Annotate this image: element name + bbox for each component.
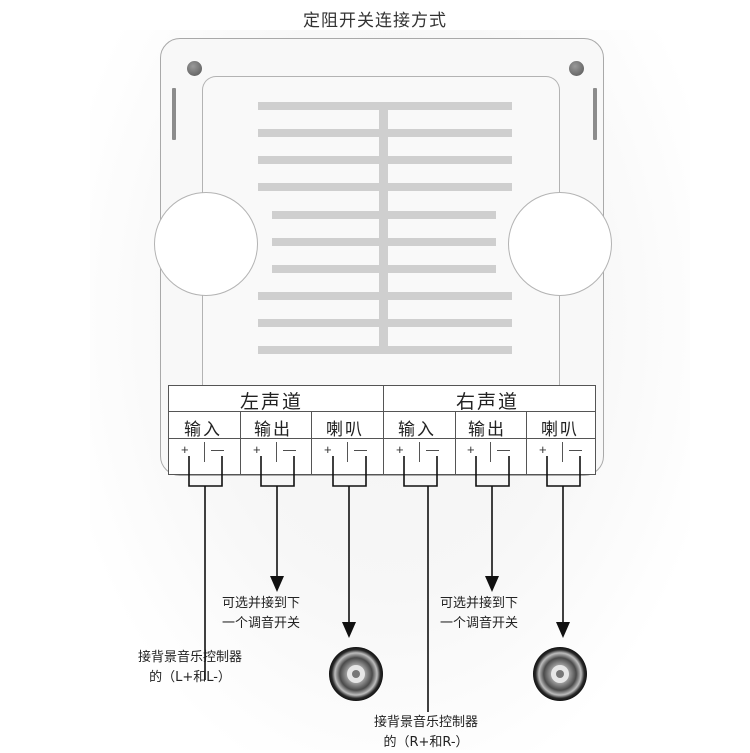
note-right-output: 可选并接到下 一个调音开关 [440,594,518,634]
note-line: 一个调音开关 [440,616,519,631]
terminal-divider [168,411,596,412]
terminal-divider [168,438,596,439]
group-label-right-output: 输出 [468,420,506,440]
arrow-icon [556,622,570,638]
note-line: 可选并接到下 [440,596,519,611]
terminal-divider [383,385,384,475]
terminal-divider [347,442,348,462]
note-right-input: 接背景音乐控制器 的（R+和R-） [374,713,478,753]
channel-label-left: 左声道 [240,391,304,413]
vent-bar [258,183,512,191]
vent-bar [258,319,512,327]
screw-icon [187,61,202,76]
terminal-plus: + [253,442,261,457]
terminal-minus: — [283,442,296,457]
speaker-icon [533,647,587,701]
group-label-left-speaker: 喇叭 [326,420,364,440]
terminal-divider [490,442,491,462]
arrow-icon [485,576,499,592]
vent-bar [272,238,496,246]
wire-bracket [260,456,295,487]
terminal-plus: + [467,442,475,457]
note-left-output: 可选并接到下 一个调音开关 [222,594,300,634]
vent-bar [272,265,496,273]
terminal-divider [455,411,456,475]
note-line: 接背景音乐控制器 [374,715,479,730]
note-line: 接背景音乐控制器 [138,650,243,665]
terminal-minus: — [354,442,367,457]
group-label-left-input: 输入 [184,420,222,440]
terminal-divider [419,442,420,462]
terminal-divider [240,411,241,475]
terminal-divider [311,411,312,475]
note-line: 一个调音开关 [222,616,301,631]
note-line: 的（R+和R-） [383,735,469,750]
speaker-icon [329,647,383,701]
terminal-minus: — [569,442,582,457]
vent-bar [258,292,512,300]
vent-bar [272,211,496,219]
terminal-plus: + [324,442,332,457]
wire-bracket [188,456,223,487]
side-tab [172,88,176,140]
wire-bracket [332,456,367,487]
vent-bar [258,346,512,354]
arrow-icon [270,576,284,592]
arrow-icon [342,622,356,638]
screw-icon [569,61,584,76]
group-label-right-speaker: 喇叭 [541,420,579,440]
group-label-left-output: 输出 [254,420,292,440]
vent-bar [258,129,512,137]
terminal-divider [562,442,563,462]
vent-bar [258,102,512,110]
side-notch-right [508,192,612,296]
vent-bar [258,156,512,164]
wire-bracket [403,456,438,487]
vent-spine [379,108,388,348]
diagram-title: 定阻开关连接方式 [303,11,447,31]
terminal-plus: + [396,442,404,457]
terminal-divider [526,411,527,475]
terminal-divider [276,442,277,462]
terminal-minus: — [426,442,439,457]
channel-label-right: 右声道 [456,391,520,413]
terminal-minus: — [211,442,224,457]
terminal-divider [204,442,205,462]
side-tab [593,88,597,140]
terminal-block [168,385,596,475]
wire-bracket [546,456,581,487]
terminal-minus: — [497,442,510,457]
group-label-right-input: 输入 [398,420,436,440]
note-left-input: 接背景音乐控制器 的（L+和L-） [138,648,242,688]
terminal-plus: + [181,442,189,457]
wire-bracket [475,456,510,487]
note-line: 可选并接到下 [222,596,301,611]
side-notch-left [154,192,258,296]
note-line: 的（L+和L-） [149,670,231,685]
terminal-plus: + [539,442,547,457]
